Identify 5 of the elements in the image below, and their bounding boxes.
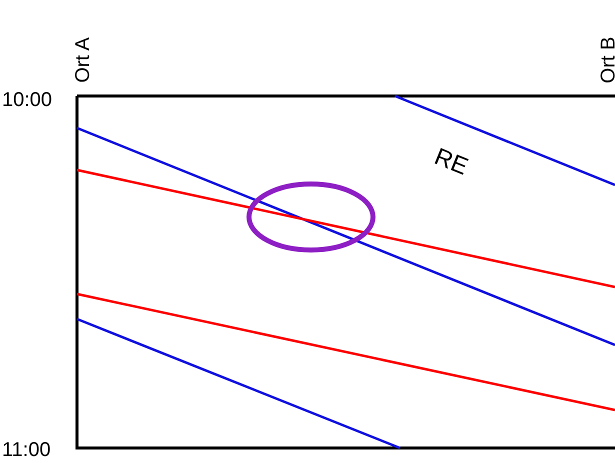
station-label: Ort B [598,36,615,84]
time-label: 11:00 [2,440,51,460]
time-label: 10:00 [2,90,52,110]
train-category-label: RE [431,145,471,180]
station-label: Ort A [72,37,93,83]
